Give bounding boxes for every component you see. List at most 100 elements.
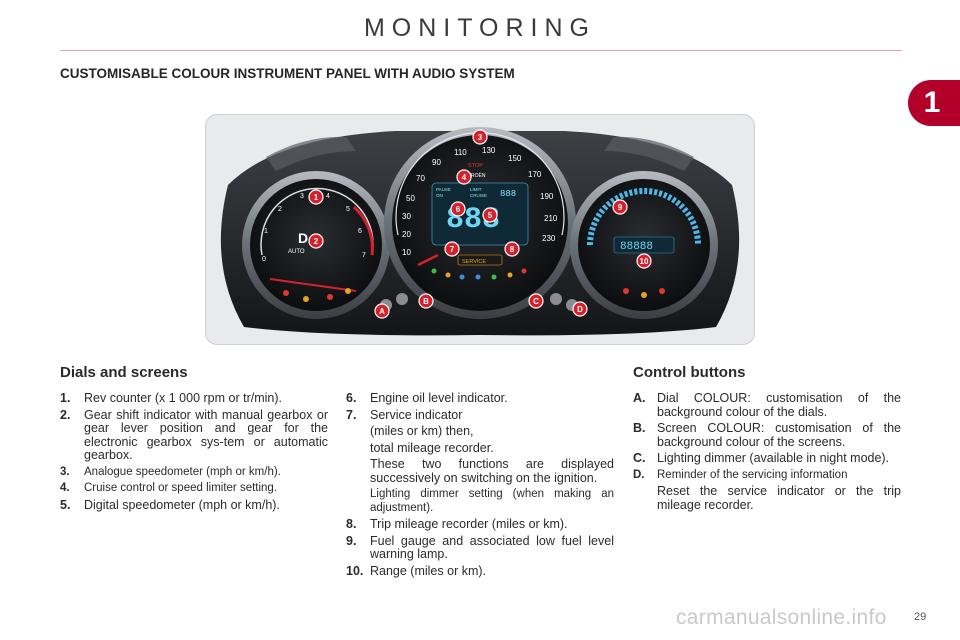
item-continuation: These two functions are displayed succes… bbox=[370, 457, 614, 485]
chapter-tab[interactable]: 1 bbox=[908, 80, 960, 126]
list-item: 1. Rev counter (x 1 000 rpm or tr/min). bbox=[60, 391, 328, 406]
list-item: 8. Trip mileage recorder (miles or km). bbox=[346, 517, 614, 532]
stop-label: STOP bbox=[468, 163, 483, 169]
list-item: 7. Service indicator bbox=[346, 407, 614, 423]
item-text: Rev counter (x 1 000 rpm or tr/min). bbox=[84, 391, 282, 405]
list-item: 10.Range (miles or km). bbox=[346, 563, 614, 579]
svg-text:9: 9 bbox=[618, 203, 623, 212]
svg-text:B: B bbox=[423, 297, 429, 306]
item-number: 6. bbox=[346, 391, 357, 405]
marker-8: 8 bbox=[504, 241, 520, 257]
marker-C: C bbox=[528, 293, 544, 309]
item-number: 4. bbox=[60, 482, 70, 494]
item-text: Fuel gauge and associated low fuel level… bbox=[370, 533, 614, 561]
controls-list: A. Dial COLOUR: customisation of the back… bbox=[633, 391, 901, 515]
speed-tick-10: 10 bbox=[402, 248, 411, 257]
instrument-panel-svg: 0 1 2 3 4 5 6 7 D AUTO 10 20 30 50 70 90… bbox=[220, 127, 740, 336]
speed-tick-170: 170 bbox=[528, 170, 542, 179]
svg-text:5: 5 bbox=[488, 211, 493, 220]
speed-tick-210: 210 bbox=[544, 214, 558, 223]
marker-1: 1 bbox=[308, 189, 324, 205]
marker-3: 3 bbox=[472, 129, 488, 145]
svg-text:6: 6 bbox=[456, 205, 461, 214]
dials-list-right: 6. Engine oil level indicator. 7. Service … bbox=[346, 391, 614, 581]
svg-text:A: A bbox=[379, 307, 385, 316]
marker-2: 2 bbox=[308, 233, 324, 249]
item-number: 1. bbox=[60, 391, 71, 405]
marker-D: D bbox=[572, 301, 588, 317]
item-text: Gear shift indicator with manual gearbox… bbox=[84, 407, 328, 462]
list-item: 6. Engine oil level indicator. bbox=[346, 391, 614, 406]
pause-label: PAUSE bbox=[436, 187, 451, 192]
svg-text:2: 2 bbox=[314, 237, 319, 246]
item-number: B. bbox=[633, 421, 646, 435]
item-text: Screen COLOUR: customisation of the back… bbox=[657, 421, 901, 449]
speed-tick-50: 50 bbox=[406, 194, 415, 203]
item-text: Engine oil level indicator. bbox=[370, 391, 508, 405]
svg-text:1: 1 bbox=[314, 193, 319, 202]
button-screen-colour bbox=[396, 293, 408, 305]
svg-text:3: 3 bbox=[478, 133, 483, 142]
item-text: Digital speedometer (mph or km/h). bbox=[84, 497, 280, 512]
svg-text:10: 10 bbox=[640, 257, 649, 266]
rev-tick-2: 2 bbox=[278, 206, 282, 213]
item-text: Trip mileage recorder (miles or km). bbox=[370, 517, 568, 531]
left-hood-shadow bbox=[266, 136, 356, 171]
speed-tick-230: 230 bbox=[542, 234, 556, 243]
controls-heading: Control buttons bbox=[633, 364, 746, 381]
instrument-panel-illustration: 0 1 2 3 4 5 6 7 D AUTO 10 20 30 50 70 90… bbox=[205, 114, 755, 345]
on-label: ON bbox=[436, 193, 443, 198]
dials-list-left: 1. Rev counter (x 1 000 rpm or tr/min). 2… bbox=[60, 391, 328, 515]
item-text: Reminder of the servicing information bbox=[657, 468, 848, 481]
item-text: Cruise control or speed limiter setting. bbox=[84, 482, 278, 494]
item-text: Analogue speedometer (mph or km/h). bbox=[84, 465, 281, 478]
brand-label: TROËN bbox=[468, 172, 486, 179]
speed-tick-190: 190 bbox=[540, 192, 554, 201]
marker-A: A bbox=[374, 303, 390, 319]
item-number: C. bbox=[633, 451, 646, 465]
speed-tick-110: 110 bbox=[454, 148, 467, 157]
page-title: MONITORING bbox=[363, 14, 597, 42]
item-continuation: Lighting dimmer setting (when making an … bbox=[370, 488, 614, 514]
item-text: Lighting dimmer (available in night mode… bbox=[657, 451, 890, 465]
gear-indicator: D bbox=[298, 230, 308, 246]
watermark: carmanualsonline.info bbox=[676, 606, 887, 629]
item-text: Service indicator bbox=[370, 407, 463, 422]
list-item: D. Reminder of the servicing information bbox=[633, 469, 901, 483]
rev-tick-6: 6 bbox=[358, 228, 362, 235]
button-dimmer bbox=[550, 293, 562, 305]
item-text: Range (miles or km). bbox=[370, 563, 486, 578]
item-number: 3. bbox=[60, 465, 70, 478]
speedometer-dial: 10 20 30 50 70 90 110 130 150 170 190 21… bbox=[384, 127, 576, 319]
rev-tick-7: 7 bbox=[362, 252, 366, 259]
fuel-gauge-dial: 88888 bbox=[570, 171, 718, 319]
list-item: A. Dial COLOUR: customisation of the back… bbox=[633, 391, 901, 419]
svg-text:D: D bbox=[577, 305, 583, 314]
right-hood-shadow bbox=[604, 136, 694, 171]
item-text: Dial COLOUR: customisation of the backgr… bbox=[657, 391, 901, 419]
item-number: D. bbox=[633, 468, 645, 481]
svg-text:8: 8 bbox=[510, 245, 515, 254]
cruise-label: CRUISE bbox=[470, 193, 487, 198]
speed-tick-30: 30 bbox=[402, 212, 411, 221]
list-item: 2. Gear shift indicator with manual gearb… bbox=[60, 407, 328, 463]
marker-5: 5 bbox=[482, 207, 498, 223]
speed-tick-90: 90 bbox=[432, 158, 441, 167]
list-item: 9.Fuel gauge and associated low fuel lev… bbox=[346, 533, 614, 562]
title-divider bbox=[60, 50, 902, 51]
dials-heading: Dials and screens bbox=[60, 364, 188, 381]
rev-tick-3: 3 bbox=[300, 193, 304, 200]
marker-4: 4 bbox=[456, 169, 472, 185]
chapter-number: 1 bbox=[923, 86, 941, 119]
item-number: A. bbox=[633, 391, 646, 405]
item-number: 2. bbox=[60, 407, 71, 422]
service-label: SERVICE bbox=[462, 259, 486, 265]
svg-text:C: C bbox=[533, 297, 539, 306]
rev-tick-0: 0 bbox=[262, 256, 266, 263]
limit-digits: 888 bbox=[500, 189, 516, 199]
item-number: 8. bbox=[346, 517, 357, 531]
svg-text:7: 7 bbox=[450, 245, 455, 254]
page-number: 29 bbox=[914, 611, 927, 623]
section-title: CUSTOMISABLE COLOUR INSTRUMENT PANEL WIT… bbox=[60, 66, 515, 81]
item-number: 7. bbox=[346, 407, 357, 422]
